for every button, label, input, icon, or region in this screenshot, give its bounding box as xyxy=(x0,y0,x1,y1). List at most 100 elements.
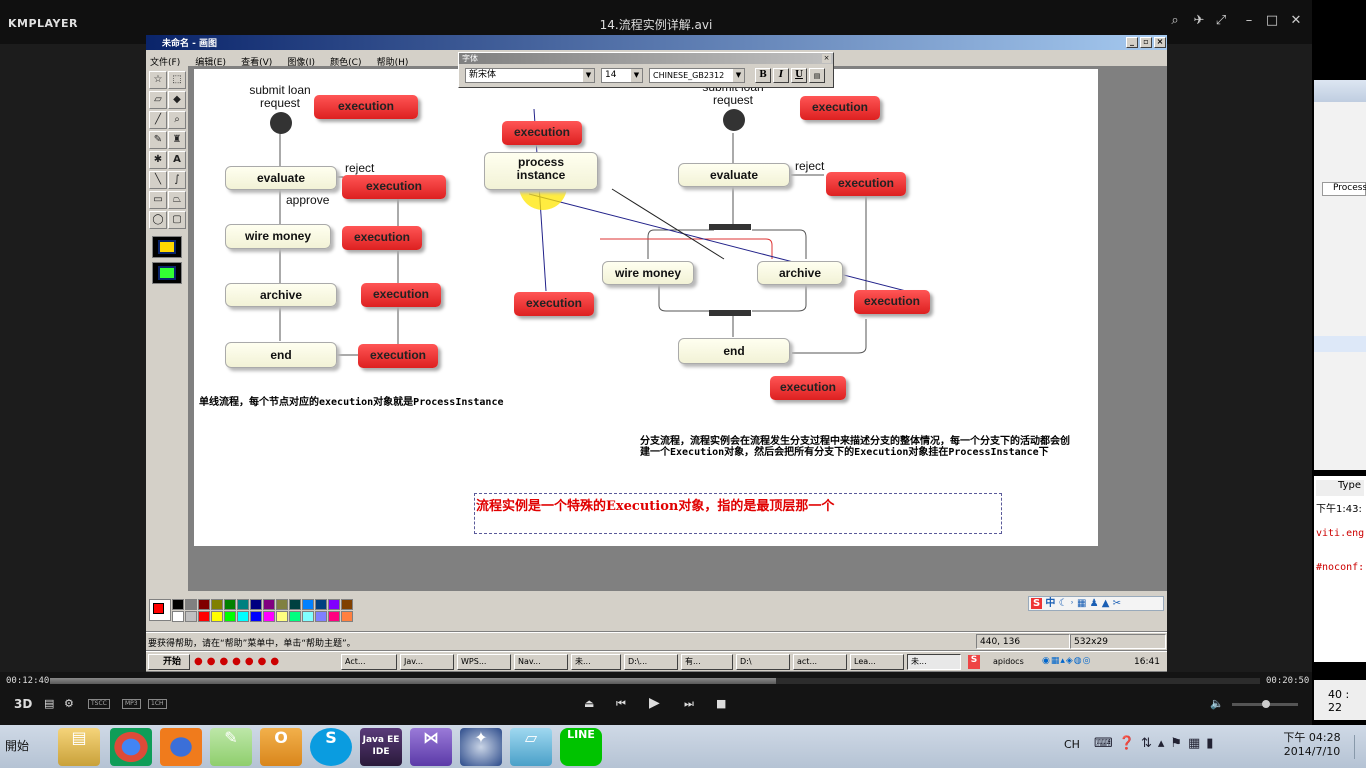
color-swatch[interactable] xyxy=(289,599,301,610)
menu-help[interactable]: 帮助(H) xyxy=(376,58,409,68)
color-swatch[interactable] xyxy=(341,611,353,622)
menu-colors[interactable]: 颜色(C) xyxy=(330,58,362,68)
tool-icon[interactable]: ▱ xyxy=(510,728,552,766)
color-swatch[interactable] xyxy=(237,599,249,610)
color-swatch[interactable] xyxy=(250,611,262,622)
next-icon[interactable]: ⏭ xyxy=(684,697,694,710)
curve-icon[interactable]: ∫ xyxy=(168,171,186,189)
color-swatch[interactable] xyxy=(198,599,210,610)
color-swatch[interactable] xyxy=(328,611,340,622)
font-toolbar-close-icon[interactable]: × xyxy=(822,54,831,63)
ime-tools-icon[interactable]: ☾ ˒ ▦ ♟ ▲ ✂ xyxy=(1058,598,1121,609)
menu-edit[interactable]: 编辑(E) xyxy=(195,58,227,68)
color-swatch[interactable] xyxy=(276,599,288,610)
color-swatch[interactable] xyxy=(211,611,223,622)
taskbar-item[interactable]: Act... xyxy=(341,654,397,670)
visual-studio-icon[interactable]: ⋈ xyxy=(410,728,452,766)
skype-icon[interactable]: S xyxy=(310,728,352,766)
color-swatch[interactable] xyxy=(276,611,288,622)
minimize-icon[interactable]: – xyxy=(1245,13,1253,28)
notes-icon[interactable]: ✎ xyxy=(210,728,252,766)
sogou-tray-icon[interactable]: S xyxy=(968,655,980,669)
color-swatch[interactable] xyxy=(328,599,340,610)
settings-icon[interactable]: ⚙ xyxy=(64,697,74,710)
eject-icon[interactable]: ⏏ xyxy=(584,697,595,710)
taskbar-item[interactable]: Nav... xyxy=(514,654,568,670)
note-process-instance[interactable]: 流程实例是一个特殊的Execution对象，指的是最顶层那一个 xyxy=(474,493,1002,534)
color-swatch[interactable] xyxy=(315,599,327,610)
maximize-icon[interactable]: □ xyxy=(1265,13,1279,28)
rectangle-icon[interactable]: ▭ xyxy=(149,191,167,209)
color-swatch[interactable] xyxy=(250,599,262,610)
close-icon[interactable]: ✕ xyxy=(1290,13,1302,28)
taskbar-item[interactable]: D:\... xyxy=(624,654,678,670)
bold-button[interactable]: B xyxy=(755,68,771,83)
taskbar-item[interactable]: 有... xyxy=(681,654,733,670)
rounded-rect-icon[interactable]: ▢ xyxy=(168,211,186,229)
previous-icon[interactable]: ⏮ xyxy=(616,697,626,710)
fill-icon[interactable]: ◆ xyxy=(168,91,186,109)
explorer-icon[interactable]: ▤ xyxy=(58,728,100,766)
color-swatch[interactable] xyxy=(224,611,236,622)
color-swatch[interactable] xyxy=(263,599,275,610)
menu-file[interactable]: 文件(F) xyxy=(150,58,181,68)
line-icon[interactable]: ╲ xyxy=(149,171,167,189)
picker-icon[interactable]: ╱ xyxy=(149,111,167,129)
taskbar-item-active[interactable]: 未... xyxy=(907,654,961,670)
font-select[interactable]: 新宋体▼ xyxy=(465,68,595,83)
xp-start-button[interactable]: 开始 xyxy=(148,654,190,670)
taskbar-item[interactable]: 未... xyxy=(571,654,621,670)
airbrush-icon[interactable]: ✱ xyxy=(149,151,167,169)
volume-knob[interactable] xyxy=(1262,700,1270,708)
paint-close-icon[interactable]: × xyxy=(1154,37,1166,48)
ime-toolbar[interactable]: S 中 ☾ ˒ ▦ ♟ ▲ ✂ xyxy=(1028,596,1164,611)
system-tray-icons[interactable]: ⌨❓⇅▴⚑▦▮ xyxy=(1094,736,1220,751)
color-swatch[interactable] xyxy=(198,611,210,622)
pin-icon[interactable]: ✈ xyxy=(1193,13,1205,28)
outlook-icon[interactable]: O xyxy=(260,728,302,766)
rect-select-icon[interactable]: ⬚ xyxy=(168,71,186,89)
quicklaunch-icons[interactable]: ●●●●●●● xyxy=(194,656,284,667)
color-swatch[interactable] xyxy=(172,599,184,610)
size-select[interactable]: 14▼ xyxy=(601,68,643,83)
volume-icon[interactable]: 🔈 xyxy=(1210,697,1224,710)
taskbar-item[interactable]: WPS... xyxy=(457,654,511,670)
ellipse-icon[interactable]: ◯ xyxy=(149,211,167,229)
play-icon[interactable]: ▶ xyxy=(649,695,660,711)
transparent-option-icon[interactable] xyxy=(152,262,182,284)
color-swatch[interactable] xyxy=(315,611,327,622)
vertical-text-icon[interactable]: ▤ xyxy=(809,68,825,83)
taskbar-item[interactable]: Jav... xyxy=(400,654,454,670)
color-swatch[interactable] xyxy=(224,599,236,610)
pencil-icon[interactable]: ✎ xyxy=(149,131,167,149)
polygon-icon[interactable]: ⏢ xyxy=(168,191,186,209)
color-swatch[interactable] xyxy=(263,611,275,622)
brush-icon[interactable]: ♜ xyxy=(168,131,186,149)
tray-icons[interactable]: ◉▦▴◈◍◎ xyxy=(1042,656,1092,666)
resize-icon[interactable]: ⤢ xyxy=(1215,13,1227,28)
paint-canvas[interactable]: submit loan request execution evaluate r… xyxy=(194,69,1098,546)
taskbar-item[interactable]: D:\ xyxy=(736,654,790,670)
color-swatch[interactable] xyxy=(302,599,314,610)
compass-icon[interactable]: ✦ xyxy=(460,728,502,766)
color-swatch[interactable] xyxy=(211,599,223,610)
charset-select[interactable]: CHINESE_GB2312▼ xyxy=(649,68,745,83)
opaque-option-icon[interactable] xyxy=(152,236,182,258)
playlist-icon[interactable]: ▤ xyxy=(44,697,55,710)
paint-minimize-icon[interactable]: _ xyxy=(1126,37,1138,48)
text-icon[interactable]: A xyxy=(168,151,186,169)
chrome-icon[interactable] xyxy=(110,728,152,766)
color-swatch[interactable] xyxy=(302,611,314,622)
color-swatch[interactable] xyxy=(172,611,184,622)
3d-icon[interactable]: 3D xyxy=(14,697,33,711)
show-desktop-button[interactable] xyxy=(1354,735,1364,759)
win7-start-button[interactable]: 開始 xyxy=(5,739,30,753)
stop-icon[interactable]: ■ xyxy=(716,697,727,710)
taskbar-item[interactable]: act... xyxy=(793,654,847,670)
ime-mode[interactable]: 中 xyxy=(1045,598,1056,609)
line-icon[interactable]: LINE xyxy=(560,728,602,766)
paint-restore-icon[interactable]: ▫ xyxy=(1140,37,1152,48)
italic-button[interactable]: I xyxy=(773,68,789,83)
